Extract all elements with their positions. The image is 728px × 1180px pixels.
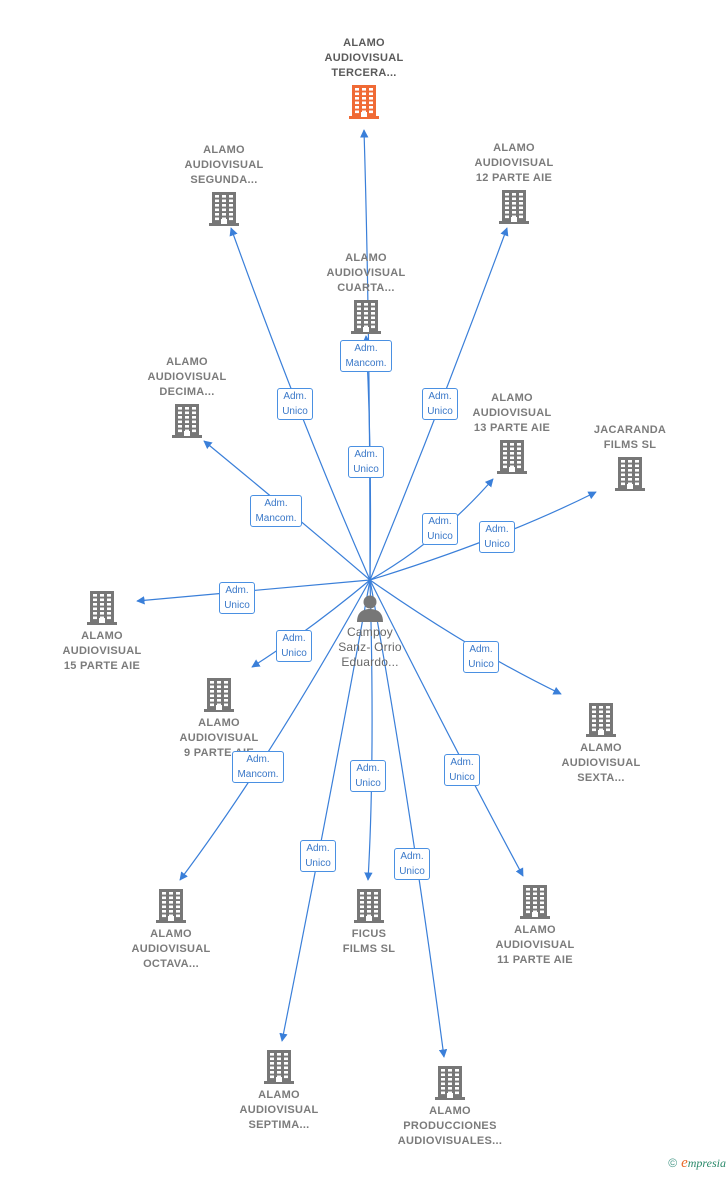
building-icon — [351, 300, 381, 334]
company-node-segunda[interactable]: ALAMO AUDIOVISUAL SEGUNDA... — [154, 143, 294, 226]
role-badge-jacaranda[interactable]: Adm. Unico — [479, 521, 515, 553]
building-icon — [87, 591, 117, 625]
company-label[interactable]: ALAMO AUDIOVISUAL SEGUNDA... — [184, 144, 264, 186]
company-label[interactable]: ALAMO PRODUCCIONES AUDIOVISUALES... — [397, 1105, 503, 1147]
building-icon — [209, 192, 239, 226]
company-node-p15[interactable]: ALAMO AUDIOVISUAL 15 PARTE AIE — [32, 589, 172, 674]
person-icon — [357, 595, 383, 622]
building-icon — [204, 678, 234, 712]
company-label[interactable]: ALAMO AUDIOVISUAL TERCERA... — [324, 37, 404, 79]
company-label[interactable]: ALAMO AUDIOVISUAL CUARTA... — [326, 252, 406, 294]
company-label[interactable]: ALAMO AUDIOVISUAL 12 PARTE AIE — [474, 142, 554, 184]
company-label[interactable]: JACARANDA FILMS SL — [593, 424, 667, 451]
building-icon — [156, 889, 186, 923]
building-icon — [349, 85, 379, 119]
role-badge-producciones[interactable]: Adm. Unico — [394, 848, 430, 880]
person-label[interactable]: Campoy Sanz- Orrio Eduardo... — [338, 625, 402, 669]
company-label[interactable]: ALAMO AUDIOVISUAL 13 PARTE AIE — [472, 392, 552, 434]
building-icon — [520, 885, 550, 919]
role-badge-decima[interactable]: Adm. Mancom. — [250, 495, 302, 527]
role-badge-septima[interactable]: Adm. Unico — [300, 840, 336, 872]
company-node-ficus[interactable]: FICUS FILMS SL — [299, 887, 439, 957]
company-label[interactable]: ALAMO AUDIOVISUAL DECIMA... — [147, 356, 227, 398]
copyright-symbol: © — [668, 1156, 678, 1170]
role-badge-ficus[interactable]: Adm. Unico — [350, 760, 386, 792]
role-badge-octava[interactable]: Adm. Mancom. — [232, 751, 284, 783]
company-label[interactable]: ALAMO AUDIOVISUAL SEPTIMA... — [239, 1089, 319, 1131]
company-node-tercera[interactable]: ALAMO AUDIOVISUAL TERCERA... — [294, 36, 434, 119]
empresia-logo-text: mpresia — [687, 1156, 726, 1170]
building-icon — [435, 1066, 465, 1100]
edge-p15 — [136, 579, 371, 605]
company-node-octava[interactable]: ALAMO AUDIOVISUAL OCTAVA... — [101, 887, 241, 972]
company-node-p13[interactable]: ALAMO AUDIOVISUAL 13 PARTE AIE — [442, 391, 582, 474]
company-node-sexta[interactable]: ALAMO AUDIOVISUAL SEXTA... — [531, 701, 671, 786]
role-badge-p9[interactable]: Adm. Unico — [276, 630, 312, 662]
edge-p9 — [251, 579, 371, 668]
role-badge-p13[interactable]: Adm. Unico — [422, 513, 458, 545]
empresia-logo-initial: e — [681, 1155, 688, 1171]
role-badge-p15[interactable]: Adm. Unico — [219, 582, 255, 614]
company-label[interactable]: FICUS FILMS SL — [342, 928, 396, 955]
company-node-cuarta[interactable]: ALAMO AUDIOVISUAL CUARTA... — [296, 251, 436, 334]
company-label[interactable]: ALAMO AUDIOVISUAL 11 PARTE AIE — [495, 924, 575, 966]
empresia-footer[interactable]: ©empresia — [668, 1155, 726, 1172]
edge-septima — [279, 579, 371, 1042]
edge-producciones — [369, 579, 448, 1058]
role-badge-p12[interactable]: Adm. Unico — [422, 388, 458, 420]
company-label[interactable]: ALAMO AUDIOVISUAL SEXTA... — [561, 742, 641, 784]
role-badge-sexta[interactable]: Adm. Unico — [463, 641, 499, 673]
role-badge-p11[interactable]: Adm. Unico — [444, 754, 480, 786]
company-label[interactable]: ALAMO AUDIOVISUAL OCTAVA... — [131, 928, 211, 970]
edge-octava — [179, 579, 371, 881]
edge-p11 — [369, 579, 524, 877]
role-badge-tercera[interactable]: Adm. Unico — [348, 446, 384, 478]
company-node-producciones[interactable]: ALAMO PRODUCCIONES AUDIOVISUALES... — [380, 1064, 520, 1149]
building-icon — [586, 703, 616, 737]
company-node-p9[interactable]: ALAMO AUDIOVISUAL 9 PARTE AIE — [149, 676, 289, 761]
building-icon — [499, 190, 529, 224]
role-badge-cuarta[interactable]: Adm. Mancom. — [340, 340, 392, 372]
company-label[interactable]: ALAMO AUDIOVISUAL 15 PARTE AIE — [62, 630, 142, 672]
role-badge-segunda[interactable]: Adm. Unico — [277, 388, 313, 420]
building-icon — [354, 889, 384, 923]
company-node-decima[interactable]: ALAMO AUDIOVISUAL DECIMA... — [117, 355, 257, 438]
company-node-p11[interactable]: ALAMO AUDIOVISUAL 11 PARTE AIE — [465, 883, 605, 968]
edge-ficus — [364, 579, 373, 881]
building-icon — [497, 440, 527, 474]
person-node[interactable]: Campoy Sanz- Orrio Eduardo... — [300, 593, 440, 670]
building-icon — [615, 457, 645, 491]
company-node-p12[interactable]: ALAMO AUDIOVISUAL 12 PARTE AIE — [444, 141, 584, 224]
building-icon — [172, 404, 202, 438]
company-node-jacaranda[interactable]: JACARANDA FILMS SL — [560, 423, 700, 491]
company-node-septima[interactable]: ALAMO AUDIOVISUAL SEPTIMA... — [209, 1048, 349, 1133]
building-icon — [264, 1050, 294, 1084]
